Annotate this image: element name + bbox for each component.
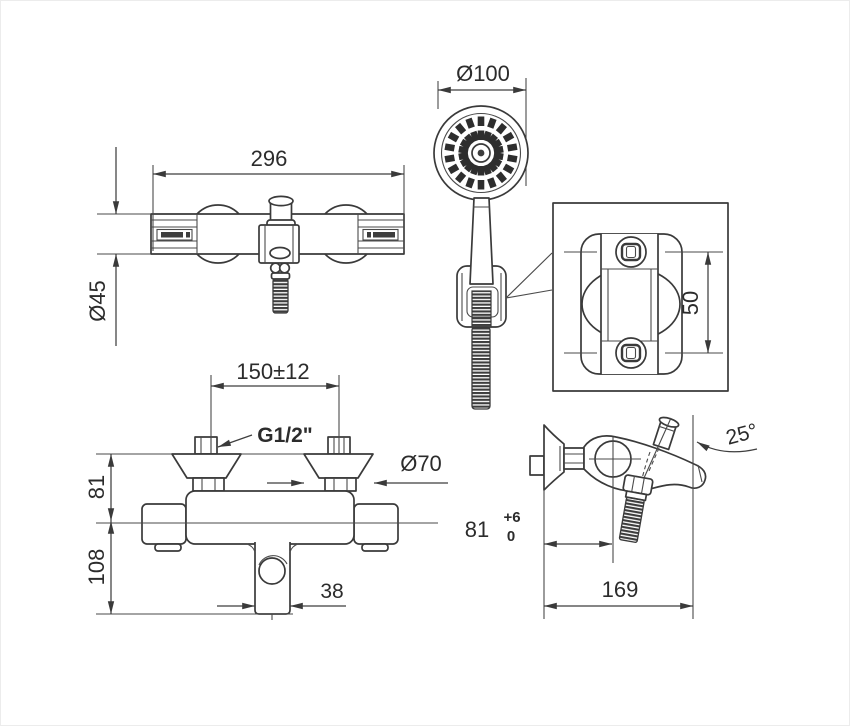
left-inlet <box>171 436 242 492</box>
dim-d45-label: Ø45 <box>85 280 110 322</box>
dim-bar-length: 296 <box>152 146 405 251</box>
spout-diverter-hole <box>258 557 286 585</box>
side-escutcheon <box>543 424 565 491</box>
dim-inlet-to-center: 81 <box>84 453 115 522</box>
dim-81-front-label: 81 <box>84 475 109 499</box>
dim-296-label: 296 <box>251 146 288 171</box>
wall-pipe-stub <box>529 455 545 476</box>
mixer-side-view: 25° 81 +6 0 169 <box>465 415 760 619</box>
dim-81-side-label: 81 <box>465 517 489 542</box>
dim-25-label: 25° <box>724 419 761 449</box>
dim-inlet-spacing: 150±12 <box>210 359 340 453</box>
right-escutcheon <box>303 453 374 479</box>
label-inlet-thread: G1/2" <box>217 424 313 448</box>
dim-wall-to-outlet: 81 +6 0 <box>465 509 613 548</box>
shower-head <box>433 105 529 201</box>
outlet-port <box>269 246 291 260</box>
dim-38-label: 38 <box>320 580 343 603</box>
body-cylinder <box>185 490 355 545</box>
bar-center-diverter <box>258 195 300 314</box>
bar-front-view: 296 Ø45 <box>85 146 405 346</box>
bracket-screw-bottom <box>615 337 647 369</box>
hose-nut <box>471 290 492 328</box>
side-hex-neck <box>563 447 585 470</box>
detail-box-frame <box>552 202 729 392</box>
handshower-outlet-side <box>618 474 654 543</box>
spout-tip-face <box>697 464 703 483</box>
dim-handle-angle: 25° <box>696 419 761 453</box>
outlet-threaded-stud-side <box>618 496 645 543</box>
right-handle <box>353 503 399 545</box>
bar-right-end-cap <box>357 214 404 254</box>
label-g12: G1/2" <box>257 424 312 447</box>
dim-escutcheon-diameter: Ø70 <box>267 451 448 487</box>
dim-d70-label: Ø70 <box>400 451 442 476</box>
detail-leader-lines <box>505 252 553 299</box>
dim-bar-diameter: Ø45 <box>85 147 151 346</box>
right-hex-nut <box>324 477 357 492</box>
outlet-threaded-stud <box>272 278 289 314</box>
dim-spout-width: 38 <box>217 580 346 610</box>
mixer-front-view: 150±12 G1/2" Ø70 81 108 38 <box>84 359 448 620</box>
dim-108-label: 108 <box>84 549 109 586</box>
wall-bracket-detail-view: 50 <box>552 202 729 392</box>
mixer-body <box>141 490 399 620</box>
dim-81-tol-upper: +6 <box>503 509 520 526</box>
dim-center-to-bottom: 108 <box>84 520 115 615</box>
spray-face <box>445 117 517 190</box>
shower-hose <box>471 326 491 410</box>
shower-handle <box>469 197 494 285</box>
dim-150-label: 150±12 <box>236 359 309 384</box>
diverter-stud-side <box>652 416 680 451</box>
hand-shower-view: Ø100 <box>433 61 553 410</box>
dim-50-label: 50 <box>678 291 703 315</box>
dim-169-label: 169 <box>602 577 639 602</box>
left-hex-nut <box>192 477 225 492</box>
dim-hole-spacing: 50 <box>564 251 723 354</box>
bar-left-end-cap <box>151 214 198 254</box>
bracket-screw-top <box>615 236 647 268</box>
dim-d100-label: Ø100 <box>456 61 510 86</box>
left-escutcheon <box>171 453 242 479</box>
left-handle <box>141 503 187 545</box>
dim-81-tol-lower: 0 <box>507 528 515 545</box>
dim-wall-to-spout-tip: 169 <box>543 577 694 610</box>
slider-block <box>258 224 300 264</box>
shower-handle-and-holder <box>456 197 507 410</box>
